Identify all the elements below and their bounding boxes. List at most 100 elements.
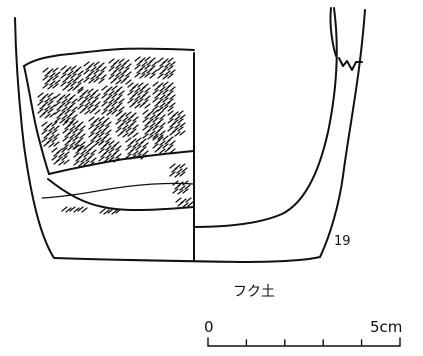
impressed-mark (159, 102, 166, 108)
impressed-mark (62, 69, 69, 75)
impressed-mark (134, 95, 141, 101)
impressed-mark (146, 60, 153, 66)
impressed-mark (162, 105, 169, 111)
impressed-mark (144, 103, 151, 109)
impressed-mark (41, 137, 48, 143)
impressed-mark (73, 207, 80, 213)
impressed-mark (144, 129, 151, 135)
impressed-mark (72, 69, 79, 75)
impressed-mark (83, 69, 90, 75)
impressed-mark (169, 140, 176, 146)
impressed-mark (95, 137, 102, 143)
impressed-mark (118, 66, 125, 72)
rim-right-cap (338, 57, 363, 71)
impressed-mark (79, 141, 86, 147)
impressed-mark (84, 109, 91, 115)
lower-decoration-boundary (47, 178, 195, 212)
scale-start-label: 0 (204, 318, 214, 336)
impressed-mark (181, 167, 188, 173)
impressed-mark (164, 139, 171, 145)
impressed-mark (132, 142, 139, 148)
impressed-mark (142, 109, 149, 115)
impressed-mark (72, 128, 79, 134)
impressed-mark (49, 80, 56, 86)
impressed-mark (154, 129, 161, 135)
impressed-mark (88, 116, 95, 122)
impressed-mark (41, 129, 48, 135)
impressed-mark (113, 157, 120, 163)
impressed-mark (120, 70, 127, 76)
impressed-mark (72, 85, 79, 91)
impressed-mark (164, 101, 171, 107)
impressed-mark (184, 184, 191, 190)
upper-impressed-pattern (37, 56, 186, 167)
impressed-mark (144, 56, 151, 62)
impressed-mark (154, 93, 161, 99)
impressed-mark (152, 105, 159, 111)
impressed-mark (77, 104, 84, 110)
impressed-mark (113, 105, 120, 111)
impressed-mark (162, 143, 169, 149)
impressed-mark (142, 117, 149, 123)
impressed-mark (137, 149, 144, 155)
impressed-mark (100, 74, 107, 80)
impressed-mark (164, 147, 171, 153)
impressed-mark (98, 78, 105, 84)
impressed-mark (61, 147, 68, 153)
impressed-mark (90, 128, 97, 134)
impressed-mark (53, 133, 60, 139)
impressed-mark (152, 81, 159, 87)
impressed-mark (49, 72, 56, 78)
impressed-mark (147, 134, 154, 140)
impressed-mark (52, 83, 59, 89)
impressed-mark (164, 62, 171, 68)
impressed-mark (70, 65, 77, 71)
impressed-mark (110, 152, 117, 158)
decorated-surface (23, 47, 195, 212)
impressed-mark (107, 208, 114, 214)
impressed-mark (39, 96, 46, 102)
impressed-mark (69, 118, 76, 124)
impressed-mark (174, 123, 181, 129)
impressed-mark (94, 109, 101, 115)
impressed-mark (171, 167, 178, 173)
impressed-mark (135, 153, 142, 159)
impressed-mark (108, 74, 115, 80)
impressed-mark (152, 135, 159, 141)
impressed-mark (110, 144, 117, 150)
impressed-mark (42, 67, 49, 73)
impressed-mark (115, 119, 122, 125)
impressed-mark (71, 114, 78, 120)
impressed-mark (100, 144, 107, 150)
impressed-mark (129, 94, 136, 100)
impressed-mark (137, 90, 144, 96)
impressed-mark (67, 145, 74, 151)
impressed-mark (118, 106, 125, 112)
impressed-mark (182, 180, 189, 186)
impressed-mark (94, 101, 101, 107)
impressed-mark (149, 73, 156, 79)
impressed-mark (175, 197, 182, 203)
impressed-mark (61, 98, 68, 104)
impressed-mark (144, 113, 151, 119)
impressed-mark (154, 121, 161, 127)
impressed-mark (77, 70, 84, 76)
vessel-outline (14, 7, 366, 263)
impressed-mark (54, 117, 61, 123)
impressed-mark (71, 106, 78, 112)
impressed-mark (44, 113, 51, 119)
impressed-mark (95, 73, 102, 79)
impressed-mark (177, 201, 184, 207)
impressed-mark (159, 130, 166, 136)
impressed-mark (81, 207, 88, 213)
impressed-mark (125, 127, 132, 133)
impressed-mark (64, 101, 71, 107)
impressed-mark (141, 69, 148, 75)
impressed-mark (151, 69, 158, 75)
impressed-mark (159, 122, 166, 128)
impressed-mark (47, 92, 54, 98)
impressed-mark (84, 101, 91, 107)
impressed-mark (48, 142, 55, 148)
impressed-mark (127, 131, 134, 137)
